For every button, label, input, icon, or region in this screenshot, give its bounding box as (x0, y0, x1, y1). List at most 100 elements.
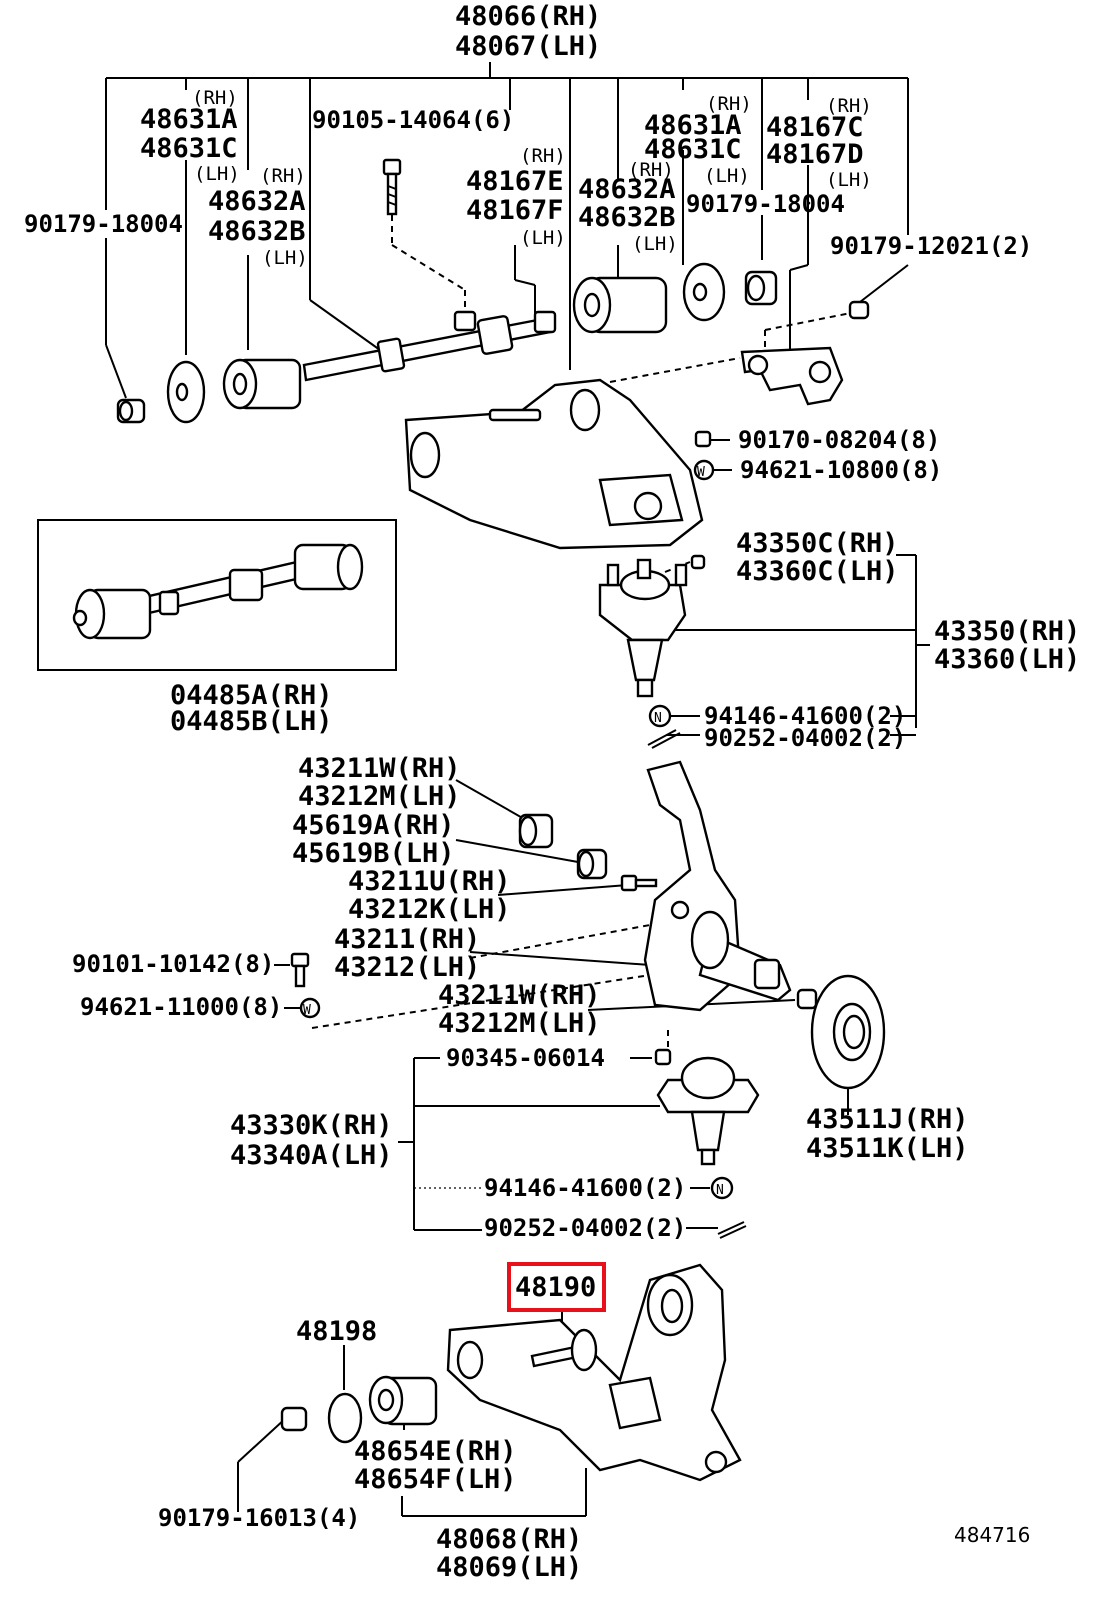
label-ball-upper-asm-rh[interactable]: 43350(RH) (934, 616, 1080, 647)
label-knuckle-w2-rh[interactable]: 43211W(RH) (438, 980, 601, 1011)
cotter-pin-upper-shape (647, 729, 677, 746)
part-shapes: W N (37, 158, 886, 1482)
label-bush-a2-a[interactable]: 48631A (644, 110, 742, 141)
label-bush-b-rh-tag: (RH) (260, 165, 306, 187)
nut-8-shape (694, 430, 712, 448)
dust-cover-shape (810, 974, 886, 1090)
label-bush-lower-lh[interactable]: 48654F(LH) (354, 1464, 517, 1495)
label-bush-b2-b[interactable]: 48632B (578, 202, 676, 233)
label-bush-b2-lh-tag: (LH) (632, 233, 678, 255)
label-washer-lower[interactable]: 48198 (296, 1316, 377, 1347)
label-bush-b-lh-tag: (LH) (262, 247, 308, 269)
svg-text:N: N (716, 1183, 724, 1198)
label-seal-b-lh[interactable]: 45619B(LH) (292, 838, 455, 869)
upper-ball-joint-shape (598, 554, 706, 698)
label-bush-a-lh-tag: (LH) (194, 163, 240, 185)
label-ball-upper-rh[interactable]: 43350C(RH) (736, 528, 899, 559)
label-lower-bolt[interactable]: 48190 (515, 1272, 596, 1303)
highlight-box (507, 1262, 606, 1312)
label-lower-arm-rh[interactable]: 48068(RH) (436, 1524, 582, 1555)
label-shaft-kit-lh[interactable]: 04485B(LH) (170, 706, 333, 737)
bushing-lower-shape (368, 1375, 438, 1426)
label-bush-a-a[interactable]: 48631A (140, 104, 238, 135)
label-bush-b2-a[interactable]: 48632A (578, 174, 676, 205)
lower-ball-joint-shape (654, 1048, 760, 1166)
nut-left-shape (116, 398, 146, 424)
label-nut-8[interactable]: 90170-08204(8) (738, 426, 940, 454)
label-bolt-knuckle[interactable]: 90101-10142(8) (72, 950, 274, 978)
label-knuckle-w-rh[interactable]: 43211W(RH) (298, 753, 461, 784)
washer-48198-shape (327, 1392, 363, 1444)
label-bush-b-a[interactable]: 48632A (208, 186, 306, 217)
shaft-kit-box (37, 519, 397, 671)
label-washer-knuckle[interactable]: 94621-11000(8) (80, 993, 282, 1021)
shaft-shape (302, 310, 557, 382)
nut-right-shape (744, 270, 778, 306)
bolt-knuckle-shape (290, 952, 310, 988)
label-knuckle-u-rh[interactable]: 43211U(RH) (348, 866, 511, 897)
label-washer-8[interactable]: 94621-10800(8) (740, 456, 942, 484)
label-plate2-lh-tag: (LH) (826, 169, 872, 191)
labels: 48066(RH) 48067(LH) (RH) 48631A 48631C (… (24, 1, 1080, 1583)
label-plate-f[interactable]: 48167F (466, 195, 564, 226)
label-shaft-kit-rh[interactable]: 04485A(RH) (170, 680, 333, 711)
label-knuckle-m-lh[interactable]: 43212M(LH) (298, 781, 461, 812)
label-dust-lh[interactable]: 43511K(LH) (806, 1133, 969, 1164)
nut-lower-shape (280, 1406, 308, 1432)
label-plate-lh-tag: (LH) (520, 227, 566, 249)
label-bush-b2-rh-tag: (RH) (628, 159, 674, 181)
washer-8-shape: W (693, 459, 715, 481)
label-plate-rh-tag: (RH) (520, 145, 566, 167)
label-ball-upper-lh[interactable]: 43360C(LH) (736, 556, 899, 587)
bushing-right-shape (572, 276, 668, 334)
label-bolt-ball-lower[interactable]: 90345-06014 (446, 1044, 605, 1072)
label-plate2-rh-tag: (RH) (826, 95, 872, 117)
label-bush-b-b[interactable]: 48632B (208, 216, 306, 247)
page-code: 484716 (954, 1523, 1030, 1547)
label-nut-right[interactable]: 90179-18004 (686, 190, 845, 218)
label-plate-e[interactable]: 48167E (466, 166, 564, 197)
label-bush-lower-rh[interactable]: 48654E(RH) (354, 1436, 517, 1467)
label-ball-lower-rh[interactable]: 43330K(RH) (230, 1110, 393, 1141)
knuckle-shape (643, 760, 792, 1012)
label-knuckle-m2-lh[interactable]: 43212M(LH) (438, 1008, 601, 1039)
label-plate2-d[interactable]: 48167D (766, 139, 864, 170)
nut-small-shape (848, 300, 870, 320)
label-pin-cotter-u[interactable]: 90252-04002(2) (704, 724, 906, 752)
label-lower-arm-lh[interactable]: 48069(LH) (436, 1552, 582, 1583)
label-pin-cotter-l[interactable]: 90252-04002(2) (484, 1214, 686, 1242)
label-bush-a-c[interactable]: 48631C (140, 133, 238, 164)
bolt-48190-shape (530, 1328, 598, 1372)
label-nut-small[interactable]: 90179-12021(2) (830, 232, 1032, 260)
knuckle-w2-shape (796, 988, 818, 1010)
svg-text:W: W (303, 1003, 311, 1018)
upper-arm-shape (404, 378, 704, 550)
bolt-top-shape (382, 158, 402, 216)
svg-text:W: W (697, 465, 705, 480)
label-plate2-c[interactable]: 48167C (766, 112, 864, 143)
label-knuckle-k-lh[interactable]: 43212K(LH) (348, 894, 511, 925)
label-ball-upper-asm-lh[interactable]: 43360(LH) (934, 644, 1080, 675)
label-nut-lower[interactable]: 90179-16013(4) (158, 1504, 360, 1532)
label-knuckle-rh[interactable]: 43211(RH) (334, 924, 480, 955)
plate-bracket-shape (740, 346, 844, 406)
label-seal-a-rh[interactable]: 45619A(RH) (292, 810, 455, 841)
label-bush-a2-c[interactable]: 48631C (644, 134, 742, 165)
label-bolt-top[interactable]: 90105-14064(6) (312, 106, 514, 134)
label-knuckle-lh[interactable]: 43212(LH) (334, 952, 480, 983)
cotter-pin-lower-shape (717, 1221, 745, 1235)
leader-lines (105, 62, 930, 1517)
label-nut-left[interactable]: 90179-18004 (24, 210, 183, 238)
castle-nut-upper-shape: N (648, 704, 672, 728)
label-bush-a2-rh-tag: (RH) (706, 93, 752, 115)
label-bush-a2-lh-tag: (LH) (704, 165, 750, 187)
label-ball-lower-lh[interactable]: 43340A(LH) (230, 1140, 393, 1171)
label-nut-castle-l[interactable]: 94146-41600(2) (484, 1174, 686, 1202)
label-upper-arm-rh[interactable]: 48066(RH) (455, 1, 601, 32)
label-dust-rh[interactable]: 43511J(RH) (806, 1104, 969, 1135)
label-upper-arm-lh[interactable]: 48067(LH) (455, 31, 601, 62)
label-nut-castle-u[interactable]: 94146-41600(2) (704, 702, 906, 730)
lower-arm-shape (446, 1263, 742, 1482)
